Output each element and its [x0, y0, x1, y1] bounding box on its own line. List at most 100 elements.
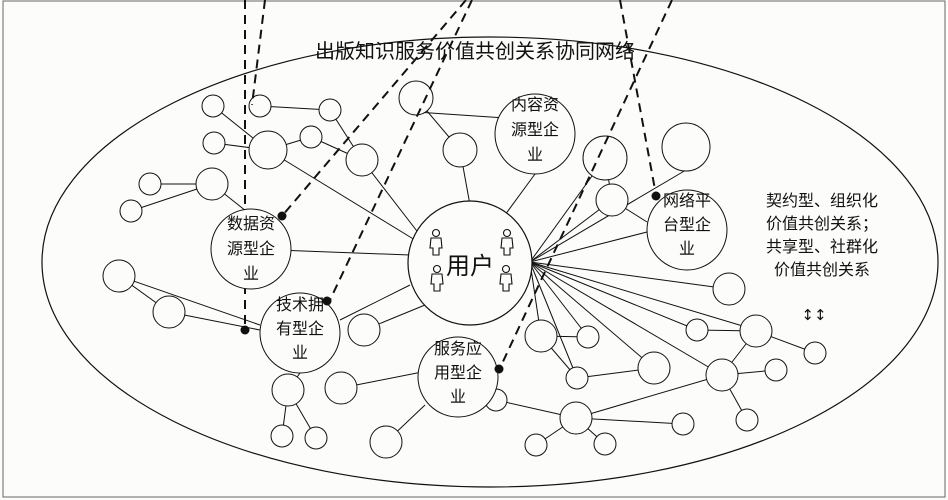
enterprise-node-tech-line-1: 技术拥 — [276, 295, 324, 314]
enterprise-node-tech-line-3: 业 — [292, 343, 308, 362]
legend-line-3: 共享型、社群化 — [766, 237, 878, 256]
enterprise-node-tech-line-2: 有型企 — [276, 319, 324, 338]
enterprise-node-platform-line-1: 网络平 — [663, 191, 711, 210]
person-icon-head — [432, 264, 442, 274]
network-node — [102, 259, 136, 293]
enterprise-node-content-line-1: 内容资 — [511, 95, 559, 114]
legend: 契约型、组织化 价值共创关系； 共享型、社群化 价值共创关系 ↕↕ — [766, 191, 878, 324]
network-node — [524, 433, 548, 457]
enterprise-node-service-line-3: 业 — [450, 387, 466, 406]
network-node — [576, 325, 600, 349]
enterprise-node-data-line-1: 数据资 — [227, 214, 275, 233]
network-edge — [529, 261, 698, 331]
enterprise-node-content-line-2: 源型企 — [511, 120, 559, 139]
person-icon-body — [430, 273, 444, 292]
network-node — [324, 371, 358, 405]
dashed-edge-endpoint — [322, 296, 332, 306]
network-node — [347, 313, 381, 347]
enterprise-node-content: 内容资 源型企 业 — [511, 95, 559, 164]
enterprise-node-tech: 技术拥 有型企 业 — [276, 295, 324, 362]
network-node — [685, 318, 709, 342]
legend-mark: ↕↕ — [801, 306, 826, 324]
enterprise-node-circle — [259, 292, 341, 374]
dashed-relation-line — [281, 0, 467, 217]
enterprise-nodes — [210, 93, 728, 418]
network-node — [369, 425, 403, 459]
network-node — [764, 358, 788, 382]
enterprise-node-service-line-1: 服务应 — [434, 339, 482, 358]
enterprise-node-service: 服务应 用型企 业 — [434, 339, 482, 406]
person-icon-head — [502, 228, 512, 238]
network-node — [735, 408, 759, 432]
person-icon-body — [429, 237, 443, 256]
center-user-node: 用户 — [407, 200, 533, 326]
network-node — [201, 94, 225, 118]
dashed-edge-endpoint — [651, 191, 661, 201]
legend-line-1: 契约型、组织化 — [766, 191, 878, 210]
network-node — [152, 295, 186, 329]
network-node — [304, 426, 328, 450]
legend-line-2: 价值共创关系； — [766, 214, 878, 233]
enterprise-node-circle — [417, 336, 499, 418]
network-edge — [529, 261, 578, 379]
enterprise-node-platform: 网络平 台型企 业 — [663, 191, 711, 258]
dashed-relation-line — [619, 0, 657, 196]
enterprise-node-data-line-3: 业 — [243, 264, 259, 283]
dashed-edge-endpoints — [240, 191, 661, 374]
person-icons — [429, 228, 514, 292]
person-icon-head — [431, 228, 441, 238]
dashed-relation-line — [329, 0, 473, 301]
network-node — [398, 80, 434, 116]
enterprise-node-platform-line-2: 台型企 — [663, 215, 711, 234]
dashed-edge-endpoint — [277, 211, 287, 221]
enterprise-node-content-line-3: 业 — [527, 145, 543, 164]
network-edge — [575, 417, 684, 425]
network-node — [739, 314, 773, 348]
network-edge — [267, 149, 416, 241]
network-edge — [259, 105, 331, 111]
network-node — [595, 183, 629, 217]
network-node — [195, 167, 229, 201]
network-edge — [529, 261, 589, 338]
network-node — [318, 98, 342, 122]
network-node — [661, 122, 711, 172]
network-edge — [339, 284, 411, 321]
person-icon-head — [501, 264, 511, 274]
network-edge — [529, 261, 757, 331]
network-node — [271, 373, 305, 407]
person-icon-body — [500, 237, 514, 256]
network-node — [248, 130, 288, 170]
enterprise-node-circle — [210, 208, 292, 290]
person-icon — [499, 264, 513, 292]
enterprise-node-circle — [646, 189, 728, 271]
network-node — [270, 424, 294, 448]
dashed-edge-endpoint — [240, 325, 250, 335]
network-node — [637, 351, 671, 385]
network-node — [593, 432, 617, 456]
network-node — [442, 132, 478, 168]
dashed-relation-line — [251, 0, 266, 106]
network-node — [712, 272, 746, 306]
network-edge — [118, 275, 261, 326]
network-node — [705, 358, 739, 392]
dashed-edge-endpoint — [494, 364, 504, 374]
network-node — [248, 94, 272, 118]
network-node — [559, 401, 593, 435]
enterprise-node-data: 数据资 源型企 业 — [227, 214, 275, 283]
network-edge — [529, 199, 613, 263]
person-icon — [430, 264, 444, 292]
network-node — [671, 412, 695, 436]
enterprise-node-circle — [494, 93, 576, 175]
network-node — [524, 319, 558, 353]
dashed-relation-line — [499, 0, 673, 369]
person-icon-body — [499, 273, 513, 292]
network-edge — [529, 261, 723, 376]
network-edge — [529, 261, 730, 290]
network-edge — [529, 231, 648, 263]
network-node — [299, 125, 323, 149]
diagram-title: 出版知识服务价值共创关系协同网络 — [315, 39, 635, 63]
network-node — [138, 172, 162, 196]
network-node — [565, 366, 589, 390]
